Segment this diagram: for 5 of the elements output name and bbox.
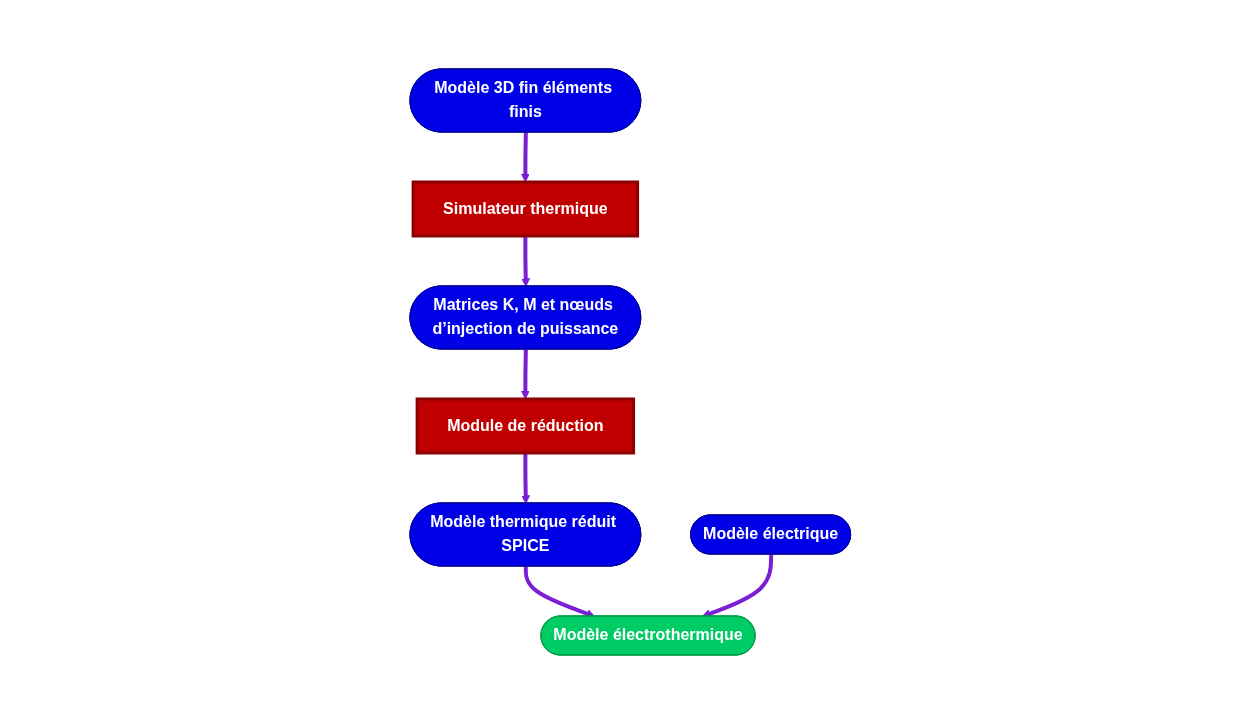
arrow <box>521 453 530 504</box>
node-box: Simulateur thermique <box>411 180 639 238</box>
arrow <box>520 132 530 183</box>
node-box: Module de réduction <box>415 397 635 455</box>
arrow <box>521 236 530 287</box>
